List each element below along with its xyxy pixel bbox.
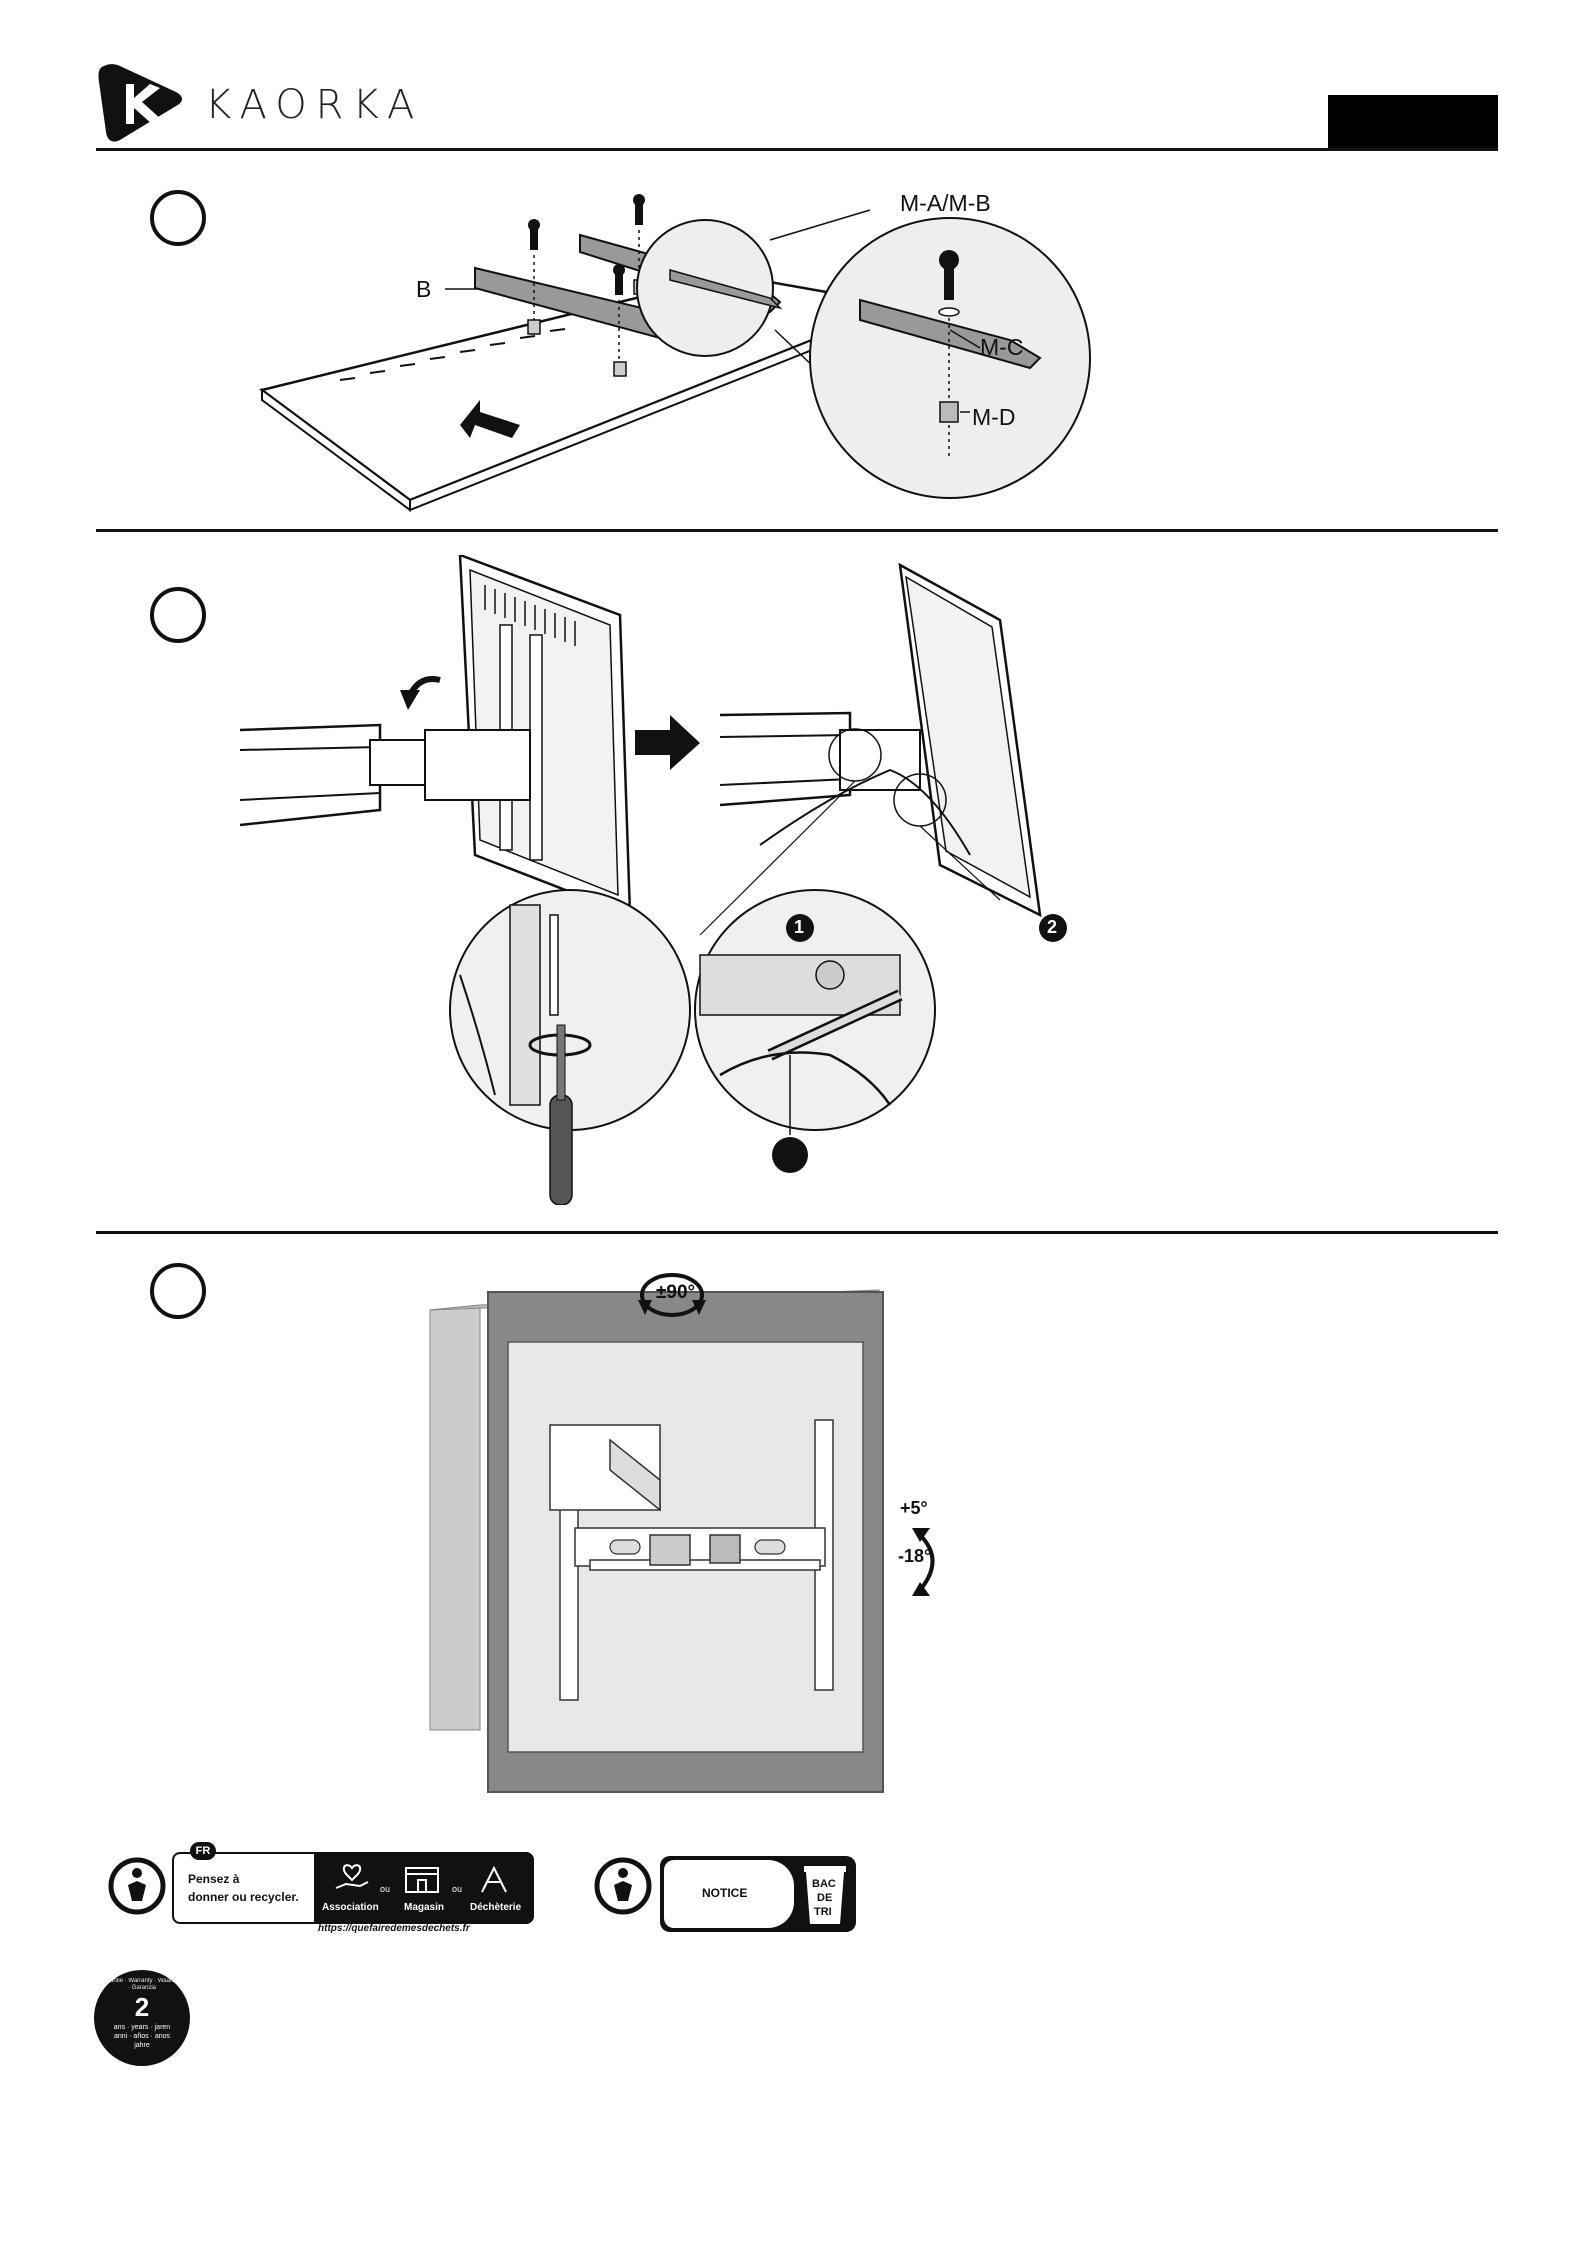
warranty-line-2: anni · años · anos xyxy=(94,2033,190,2040)
step-2-diagram xyxy=(230,555,1110,1205)
step-3-diagram xyxy=(420,1260,980,1800)
warranty-seal: Garantie · Warranty · Waarborg · Garanzi… xyxy=(94,1970,190,2066)
bin-line-1: BAC xyxy=(812,1878,836,1890)
warranty-ring-text: Garantie · Warranty · Waarborg · Garanzi… xyxy=(100,1978,184,1992)
association-label: Association xyxy=(322,1902,379,1913)
notice-banner: NOTICE BAC DE TRI xyxy=(660,1856,856,1932)
step-2-circle xyxy=(150,587,206,643)
kaorka-logo-icon xyxy=(96,62,184,144)
bin-line-2: DE xyxy=(817,1892,832,1904)
callout-1: 1 xyxy=(794,917,804,938)
ou-1: ou xyxy=(380,1884,390,1894)
step-3-circle xyxy=(150,1263,206,1319)
store-icon xyxy=(402,1862,442,1896)
header-rule xyxy=(96,148,1498,151)
rotation-label: ±90° xyxy=(656,1282,695,1304)
recycle-line-2: donner ou recycler. xyxy=(188,1890,299,1904)
recycle-url: https://quefairedemesdechets.fr xyxy=(318,1923,470,1934)
country-badge: FR xyxy=(190,1842,216,1860)
header-page-box xyxy=(1328,95,1498,151)
section-rule-2 xyxy=(96,1231,1498,1234)
warranty-line-3: jahre xyxy=(94,2042,190,2049)
hand-heart-icon xyxy=(332,1862,372,1896)
label-m-c: M-C xyxy=(980,334,1023,361)
label-m-a-m-b: M-A/M-B xyxy=(900,190,991,217)
magasin-label: Magasin xyxy=(404,1902,444,1913)
country-code: FR xyxy=(196,1845,211,1857)
callout-2: 2 xyxy=(1047,917,1057,938)
warranty-years: 2 xyxy=(94,1992,190,2023)
label-b: B xyxy=(416,276,431,303)
tilt-up-label: +5° xyxy=(900,1498,928,1519)
label-m-d: M-D xyxy=(972,404,1015,431)
ou-2: ou xyxy=(452,1884,462,1894)
warranty-line-1: ans · years · jaren xyxy=(94,2024,190,2031)
triman-recycle-icon xyxy=(106,1855,168,1917)
notice-label: NOTICE xyxy=(702,1886,747,1900)
triman-recycle-icon-2 xyxy=(592,1855,654,1917)
brand-logo xyxy=(96,62,184,144)
step-1-circle xyxy=(150,190,206,246)
recycle-line-1: Pensez à xyxy=(188,1872,239,1886)
bin-line-3: TRI xyxy=(814,1906,832,1918)
brand-name: KAORKA xyxy=(205,82,423,128)
section-rule-1 xyxy=(96,529,1498,532)
step-1-diagram xyxy=(250,180,1170,520)
recycle-banner: FR Pensez à donner ou recycler. ou ou As… xyxy=(172,1852,534,1924)
waste-site-icon xyxy=(474,1862,514,1896)
decheterie-label: Déchèterie xyxy=(470,1902,521,1913)
tilt-down-label: -18° xyxy=(898,1546,931,1567)
